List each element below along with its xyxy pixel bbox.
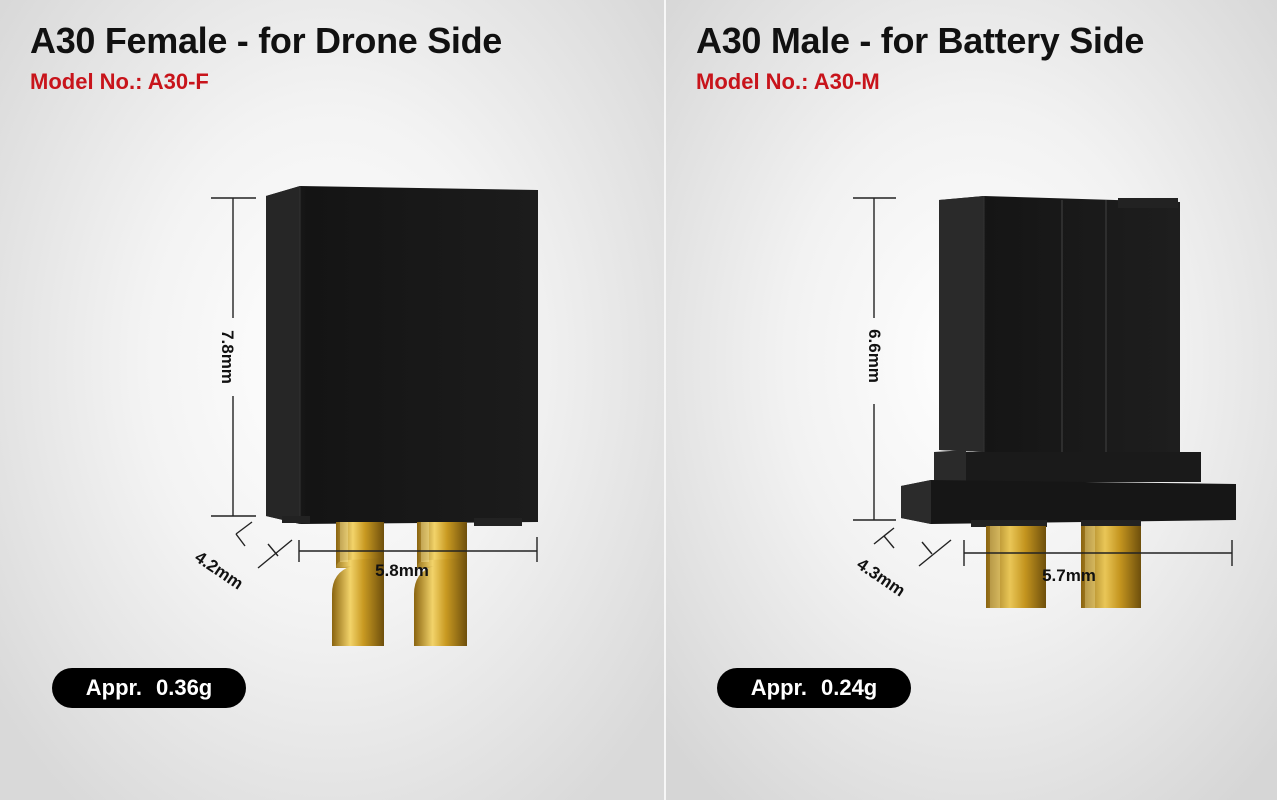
female-model-number: Model No.: A30-F	[30, 69, 209, 94]
male-weight-label: Appr.	[750, 675, 807, 700]
female-weight-badge: Appr. 0.36g	[52, 668, 246, 708]
male-connector-illustration: 6.6mm	[853, 196, 1236, 608]
female-width-label: 5.8mm	[375, 561, 429, 580]
male-height-dimension: 6.6mm	[853, 197, 896, 521]
female-weight-label: Appr.	[85, 675, 142, 700]
male-depth-dimension: 4.3mm	[853, 527, 952, 601]
male-gold-pins	[986, 526, 1141, 608]
female-weight-value: 0.36g	[155, 675, 213, 700]
male-model-number: Model No.: A30-M	[696, 69, 880, 94]
male-height-label: 6.6mm	[865, 329, 884, 383]
male-connector-body	[901, 196, 1236, 527]
female-depth-label: 4.2mm	[191, 548, 246, 594]
male-width-dimension: 5.7mm	[963, 540, 1233, 585]
male-depth-label: 4.3mm	[853, 555, 908, 601]
female-width-dimension: 5.8mm	[298, 537, 538, 580]
female-height-label: 7.8mm	[218, 330, 237, 384]
panel-divider	[664, 0, 666, 800]
female-height-dimension: 7.8mm	[211, 197, 256, 517]
male-weight-badge: Appr. 0.24g	[717, 668, 911, 708]
male-weight-value: 0.24g	[820, 675, 878, 700]
male-width-label: 5.7mm	[1042, 566, 1096, 585]
female-connector-panel: A30 Female - for Drone Side Model No.: A…	[0, 0, 664, 800]
female-connector-illustration: 7.8mm 5.8mm	[191, 186, 538, 646]
male-connector-panel: A30 Male - for Battery Side Model No.: A…	[666, 0, 1277, 800]
female-connector-body	[266, 186, 538, 526]
female-depth-dimension: 4.2mm	[191, 521, 293, 594]
female-title: A30 Female - for Drone Side	[30, 20, 503, 61]
female-gold-pins	[332, 522, 467, 646]
male-title: A30 Male - for Battery Side	[696, 20, 1145, 61]
